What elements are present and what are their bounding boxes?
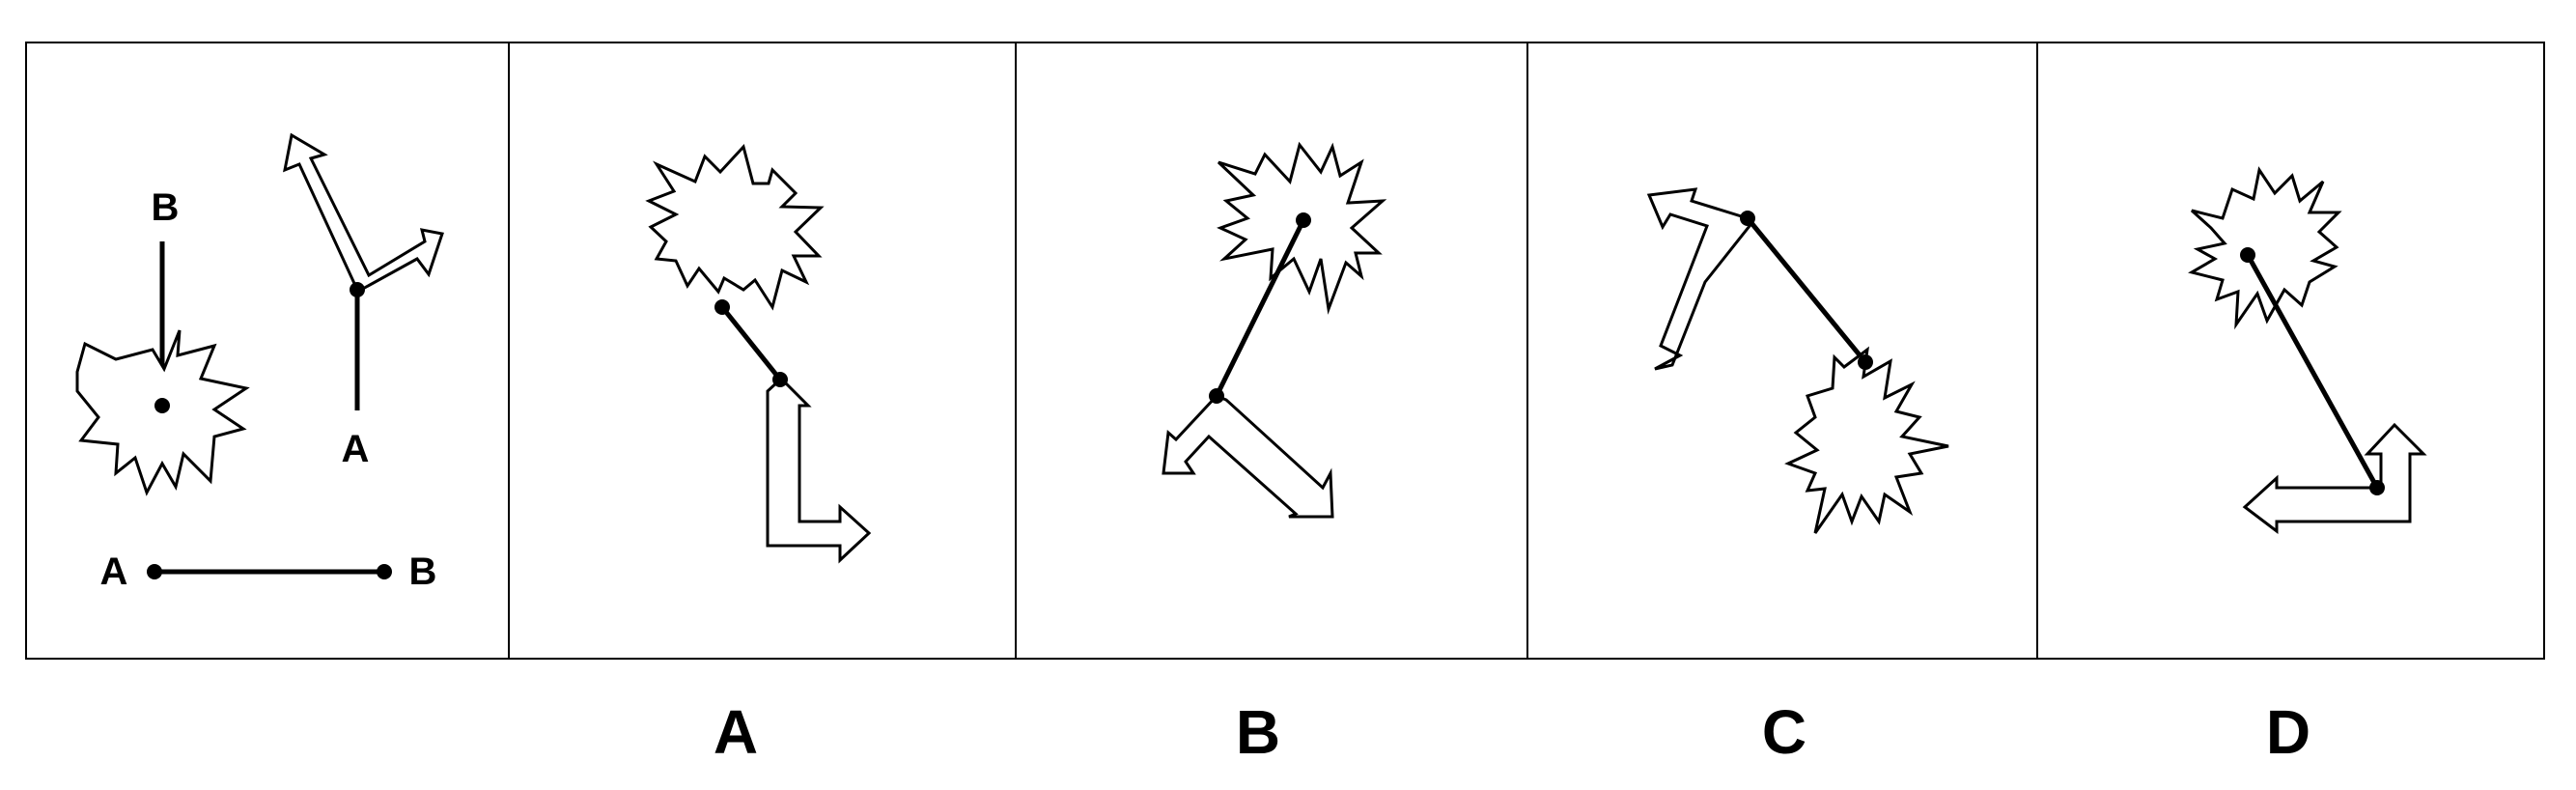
option-label[interactable]: D — [2266, 697, 2310, 767]
l-arrow-shape — [1646, 187, 1751, 371]
option-b-figure — [1162, 141, 1387, 519]
option-d-figure — [2188, 166, 2427, 535]
star-burst-shape — [645, 143, 825, 311]
point-label: A — [100, 550, 128, 593]
option-a-figure — [645, 143, 872, 564]
connector-line — [720, 305, 782, 381]
l-arrow-shape — [1162, 394, 1334, 519]
connector-line — [1746, 216, 1867, 364]
point-label: B — [409, 550, 437, 593]
connector-line — [1214, 218, 1306, 398]
panel-frame — [25, 42, 2545, 660]
point-label: A — [342, 428, 370, 470]
option-label[interactable]: B — [1236, 697, 1280, 767]
l-arrow-shape — [766, 378, 872, 564]
option-c-figure — [1646, 187, 1949, 534]
star-burst-shape — [1784, 346, 1949, 534]
l-arrow-shape — [2242, 422, 2427, 535]
star-burst-shape — [2188, 166, 2342, 330]
question-panel: B A A B — [75, 132, 444, 593]
option-label[interactable]: C — [1762, 697, 1806, 767]
option-label[interactable]: A — [714, 697, 758, 767]
l-arrow-shape — [283, 132, 444, 292]
connector-line — [2245, 253, 2380, 490]
point-label: B — [152, 186, 180, 229]
